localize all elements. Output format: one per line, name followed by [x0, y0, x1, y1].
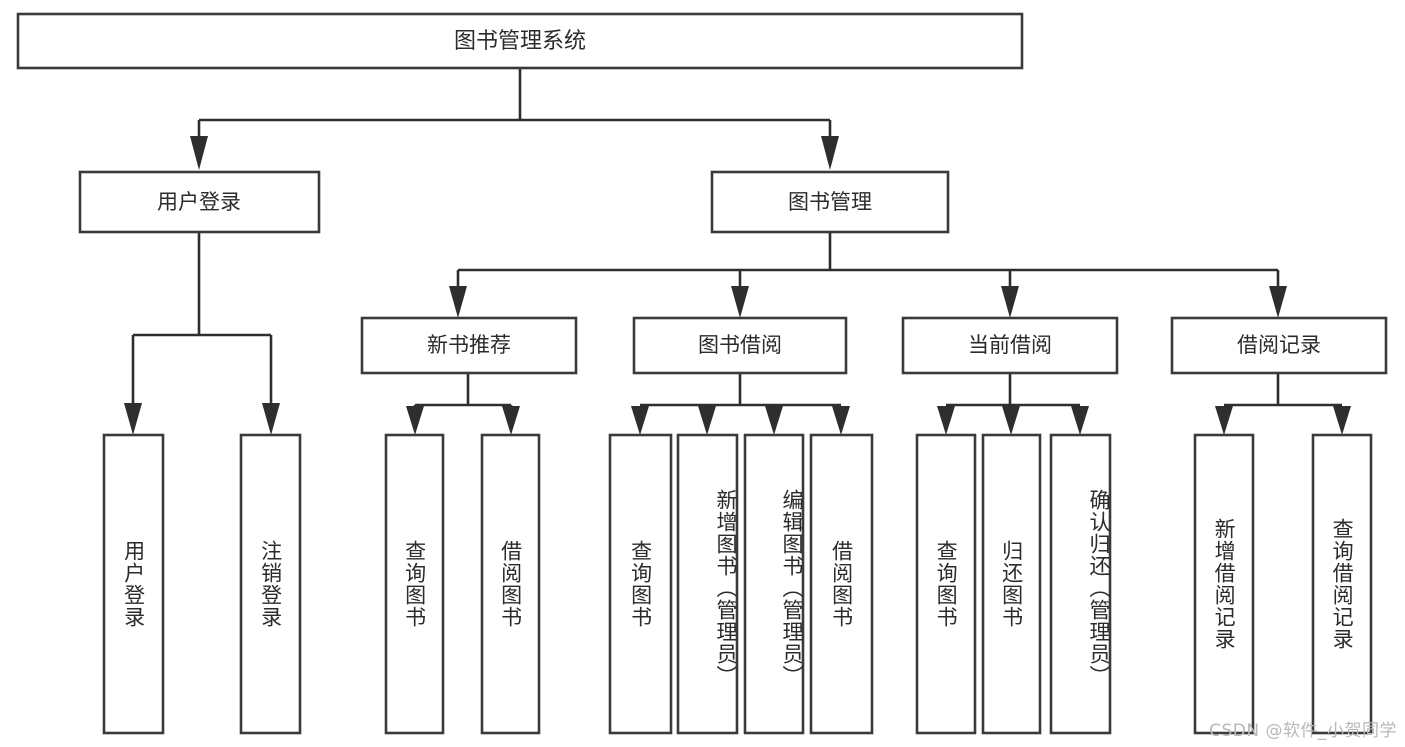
node-current-borrow-box[interactable] [901, 316, 1119, 375]
leaf-box-borrow-add-book[interactable] [676, 433, 739, 735]
node-layer: 图书管理系统 用户登录 图书管理 新书推荐 图书借阅 当前借阅 借阅记录 [16, 12, 1388, 735]
node-book-borrow-box[interactable] [632, 316, 848, 375]
leaf-box-borrow-edit-book[interactable] [743, 433, 805, 735]
leaf-box-current-query-book[interactable] [915, 433, 977, 735]
node-borrow-records-box[interactable] [1170, 316, 1388, 375]
node-root-box[interactable] [16, 12, 1024, 70]
node-borrow-records-label: 借阅记录 [1237, 333, 1321, 357]
arrow-head-borrow-leaf-4 [832, 406, 850, 435]
node-root-label: 图书管理系统 [454, 29, 586, 54]
arrow-head-borrow-records [1269, 286, 1287, 318]
leaf-box-logout[interactable] [239, 433, 302, 735]
csdn-watermark: CSDN @软件_小贺同学 [1209, 721, 1397, 741]
arrow-head-recommend-leaf-1 [406, 406, 424, 435]
arrow-head-current-leaf-2 [1002, 406, 1020, 435]
arrow-head-leaf-user-login [124, 403, 142, 435]
node-new-book-recommend-box[interactable] [360, 316, 578, 375]
node-book-borrow-label: 图书借阅 [698, 333, 782, 357]
node-user-login-label: 用户登录 [157, 190, 241, 214]
leaf-box-user-login[interactable] [102, 433, 165, 735]
arrow-head-records-leaf-2 [1333, 406, 1351, 435]
leaf-box-records-add-record[interactable] [1193, 433, 1255, 735]
arrow-head-book-borrow [731, 286, 749, 318]
arrow-head-current-leaf-3 [1071, 406, 1089, 435]
arrow-head-leaf-logout [262, 403, 280, 435]
leaf-box-current-return-book[interactable] [981, 433, 1042, 735]
arrow-head-book-manage [821, 136, 839, 170]
node-current-borrow-label: 当前借阅 [968, 333, 1052, 357]
arrow-head-user-login [190, 136, 208, 170]
arrow-head-borrow-leaf-2 [698, 406, 716, 435]
arrow-head-recommend-leaf-2 [502, 406, 520, 435]
leaf-box-current-confirm-return[interactable] [1049, 433, 1112, 735]
node-book-manage-box[interactable] [710, 170, 950, 234]
connector-layer [124, 68, 1351, 435]
node-user-login-box[interactable] [78, 170, 321, 234]
node-new-book-recommend-label: 新书推荐 [427, 333, 511, 357]
arrow-head-borrow-leaf-3 [765, 406, 783, 435]
leaf-box-borrow-query-book[interactable] [608, 433, 673, 735]
arrow-head-current-borrow [1001, 286, 1019, 318]
arrow-head-current-leaf-1 [937, 406, 955, 435]
leaf-box-recommend-borrow-book[interactable] [480, 433, 541, 735]
leaf-box-borrow-borrow-book[interactable] [809, 433, 874, 735]
leaf-box-recommend-query-book[interactable] [384, 433, 445, 735]
node-book-manage-label: 图书管理 [788, 190, 872, 214]
arrow-head-new-book-recommend [449, 286, 467, 318]
arrow-head-borrow-leaf-1 [631, 406, 649, 435]
leaf-box-records-query-record[interactable] [1311, 433, 1373, 735]
arrow-head-records-leaf-1 [1215, 406, 1233, 435]
